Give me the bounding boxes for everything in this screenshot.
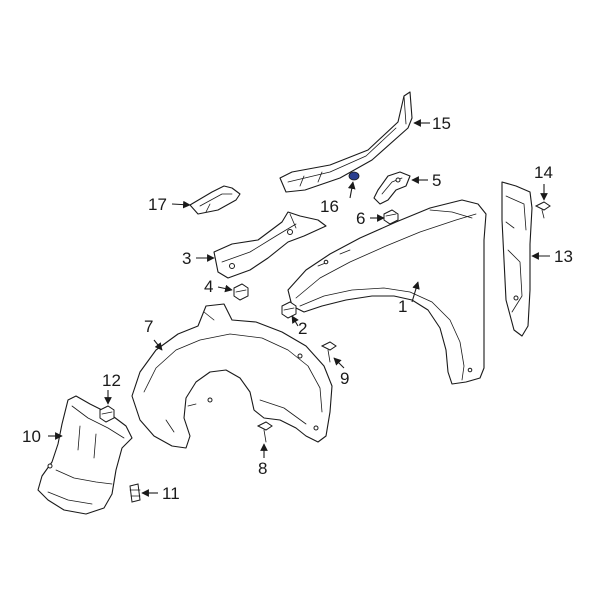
part-4-bolt[interactable] [233, 283, 249, 301]
callout-13: 13 [531, 247, 573, 266]
part-7-wheelhouse-liner[interactable] [131, 303, 333, 449]
part-3-mounting-bracket[interactable] [213, 211, 327, 279]
callout-7: 7 [144, 317, 163, 351]
part-8-screw[interactable] [256, 421, 273, 443]
callout-15: 15 [413, 114, 451, 133]
part-11-push-clip[interactable] [129, 483, 141, 503]
callout-label-3: 3 [182, 249, 191, 268]
callout-label-7: 7 [144, 317, 153, 336]
callout-label-17: 17 [148, 195, 167, 214]
callout-12: 12 [102, 371, 121, 405]
callout-label-2: 2 [298, 319, 307, 338]
callout-label-14: 14 [534, 163, 553, 182]
part-9-screw[interactable] [320, 341, 337, 363]
part-14-bolt[interactable] [534, 201, 551, 219]
callout-1: 1 [398, 281, 420, 316]
callout-label-16: 16 [320, 197, 339, 216]
callout-11: 11 [141, 484, 180, 503]
callout-label-5: 5 [432, 171, 441, 190]
callout-16: 16 [320, 181, 356, 216]
callout-4: 4 [204, 277, 233, 296]
part-2-bolt[interactable] [281, 301, 297, 319]
part-5-bracket[interactable] [373, 171, 411, 205]
part-13-rear-liner[interactable] [501, 181, 533, 337]
callout-3: 3 [182, 249, 215, 268]
part-17-trim-piece[interactable] [189, 185, 241, 215]
callout-label-15: 15 [432, 114, 451, 133]
callout-label-4: 4 [204, 277, 213, 296]
part-10-splash-shield[interactable] [37, 395, 133, 515]
callout-9: 9 [333, 357, 349, 388]
callout-6: 6 [356, 209, 385, 228]
callout-14: 14 [534, 163, 553, 201]
part-15-seal-strip[interactable] [279, 91, 413, 193]
part-16-clip[interactable] [348, 171, 360, 181]
callout-10: 10 [22, 427, 63, 446]
part-12-bolt[interactable] [99, 405, 115, 423]
callout-2: 2 [291, 315, 307, 338]
callout-label-13: 13 [554, 247, 573, 266]
part-1-fender[interactable] [287, 199, 487, 385]
callout-8: 8 [258, 443, 268, 478]
callout-label-11: 11 [162, 484, 180, 503]
callout-label-12: 12 [102, 371, 121, 390]
callout-label-8: 8 [258, 459, 267, 478]
callout-5: 5 [411, 171, 441, 190]
callout-label-6: 6 [356, 209, 365, 228]
callout-label-10: 10 [22, 427, 41, 446]
callout-label-9: 9 [340, 369, 349, 388]
callout-17: 17 [148, 195, 191, 214]
callout-label-1: 1 [398, 297, 407, 316]
